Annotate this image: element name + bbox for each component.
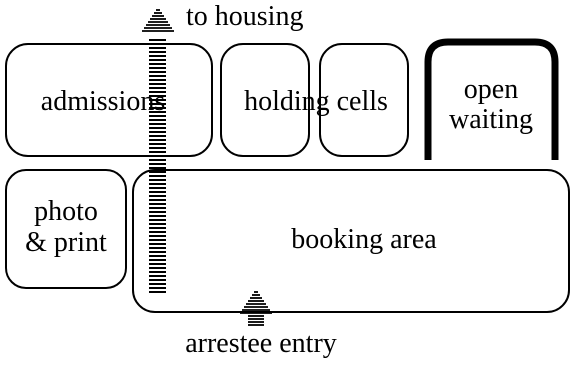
photo-print-room <box>5 169 127 289</box>
holding-cell-left <box>220 43 310 157</box>
photo-print-label-line1: photo <box>34 196 98 227</box>
holding-cells-label: holding cells <box>244 86 388 117</box>
booking-area-room <box>132 169 570 313</box>
holding-cell-right <box>319 43 409 157</box>
photo-print-label-line2: & print <box>25 227 107 258</box>
arrestee-entry-label: arrestee entry <box>185 328 337 359</box>
up-arrow-icon-entry <box>240 291 272 326</box>
to-housing-label: to housing <box>186 1 303 32</box>
admissions-room <box>5 43 213 157</box>
up-arrow-icon-housing <box>142 9 174 32</box>
admissions-label: admissions <box>41 86 165 117</box>
flow-path-to-housing <box>149 39 166 293</box>
open-waiting-area <box>424 38 559 160</box>
open-waiting-label-line1: open <box>464 74 518 105</box>
booking-area-label: booking area <box>291 224 437 255</box>
open-waiting-label-line2: waiting <box>449 104 533 135</box>
